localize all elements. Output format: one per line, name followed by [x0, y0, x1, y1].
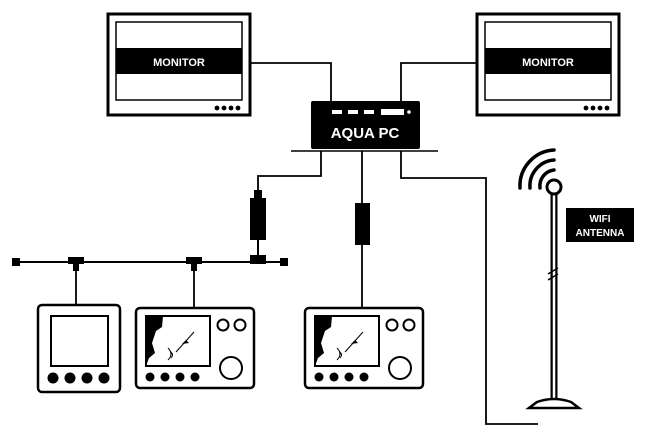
aqua-pc: AQUA PC [291, 101, 438, 152]
chartplotter-right-land [315, 316, 332, 366]
chartplotter-left-knob [216, 318, 230, 332]
chartplotter-left-boat-icon [182, 340, 189, 344]
monitor-left-button [228, 105, 234, 111]
cable-pc-antenna [400, 151, 538, 425]
chartplotter-right-button [314, 372, 324, 382]
instrument-display-button [98, 372, 110, 384]
chartplotter-left-dial [219, 356, 243, 380]
inline-connector-left-body [250, 198, 266, 240]
cable-pc-network [257, 151, 322, 199]
antenna-label-line2: ANTENNA [576, 228, 625, 239]
chartplotter-left-signal-icon [167, 347, 173, 361]
instrument-display-button [81, 372, 93, 384]
backbone-tee [250, 255, 266, 264]
chartplotter-left-knob [233, 318, 247, 332]
chartplotter-right-knob [402, 318, 416, 332]
aqua-pc-port [332, 110, 342, 114]
monitor-left-buttons [214, 105, 241, 111]
cable-monitor-left [250, 62, 332, 102]
aqua-pc-label: AQUA PC [331, 125, 400, 142]
monitor-right-buttons [583, 105, 610, 111]
chartplotter-left-button [145, 372, 155, 382]
backbone-terminator-left [12, 258, 20, 266]
chartplotter-left-button [175, 372, 185, 382]
chartplotter-left [134, 306, 256, 390]
wifi-antenna [518, 148, 583, 410]
monitor-right-banner [485, 48, 611, 74]
chartplotter-left-land [146, 316, 163, 366]
monitor-right-button [590, 105, 596, 111]
monitor-right-label: MONITOR [522, 57, 574, 69]
chartplotter-right-button [344, 372, 354, 382]
instrument-display-button [64, 372, 76, 384]
backbone-tee-stem [73, 262, 79, 271]
aqua-pc-port [364, 110, 374, 114]
monitor-right-button [604, 105, 610, 111]
chartplotter-right [303, 306, 425, 390]
monitor-right-button [597, 105, 603, 111]
antenna-tip [545, 178, 563, 196]
inline-connector-middle-body [355, 203, 370, 245]
chartplotter-right-dial [388, 356, 412, 380]
monitor-left-button [214, 105, 220, 111]
backbone-terminator-right [280, 258, 288, 266]
antenna-label-background [566, 208, 634, 242]
chartplotter-right-button [359, 372, 369, 382]
monitor-cables [250, 62, 477, 102]
antenna-label-box: WIFI ANTENNA [566, 208, 634, 242]
pc-cables [257, 151, 538, 425]
chartplotter-right-button [329, 372, 339, 382]
backbone-tee [68, 257, 84, 264]
monitor-left-button [235, 105, 241, 111]
chartplotter-right-signal-icon [336, 347, 342, 361]
monitor-left-button [221, 105, 227, 111]
instrument-display [36, 303, 122, 394]
antenna-joint [547, 267, 559, 281]
aqua-pc-slot [381, 109, 404, 115]
inline-connector-left [250, 190, 266, 256]
network-backbone [12, 255, 288, 309]
monitor-left: MONITOR [106, 12, 252, 117]
monitor-left-label: MONITOR [153, 57, 205, 69]
antenna-label-line1: WIFI [589, 214, 610, 225]
chartplotter-right-knob [385, 318, 399, 332]
aqua-pc-led [407, 110, 411, 114]
instrument-display-button [47, 372, 59, 384]
backbone-tee [186, 257, 202, 264]
inline-connector-left-cap [254, 190, 262, 198]
wifi-signal-icon [518, 148, 556, 190]
monitor-right: MONITOR [475, 12, 621, 117]
inline-connector-middle [355, 203, 370, 308]
instrument-display-screen [50, 315, 109, 367]
antenna-base [525, 397, 583, 410]
cable-monitor-right [400, 62, 477, 102]
aqua-pc-port [348, 110, 358, 114]
chartplotter-right-boat-icon [351, 340, 358, 344]
chartplotter-left-button [190, 372, 200, 382]
chartplotter-left-button [160, 372, 170, 382]
monitor-left-banner [116, 48, 242, 74]
backbone-tee-stem [191, 262, 197, 271]
monitor-right-button [583, 105, 589, 111]
